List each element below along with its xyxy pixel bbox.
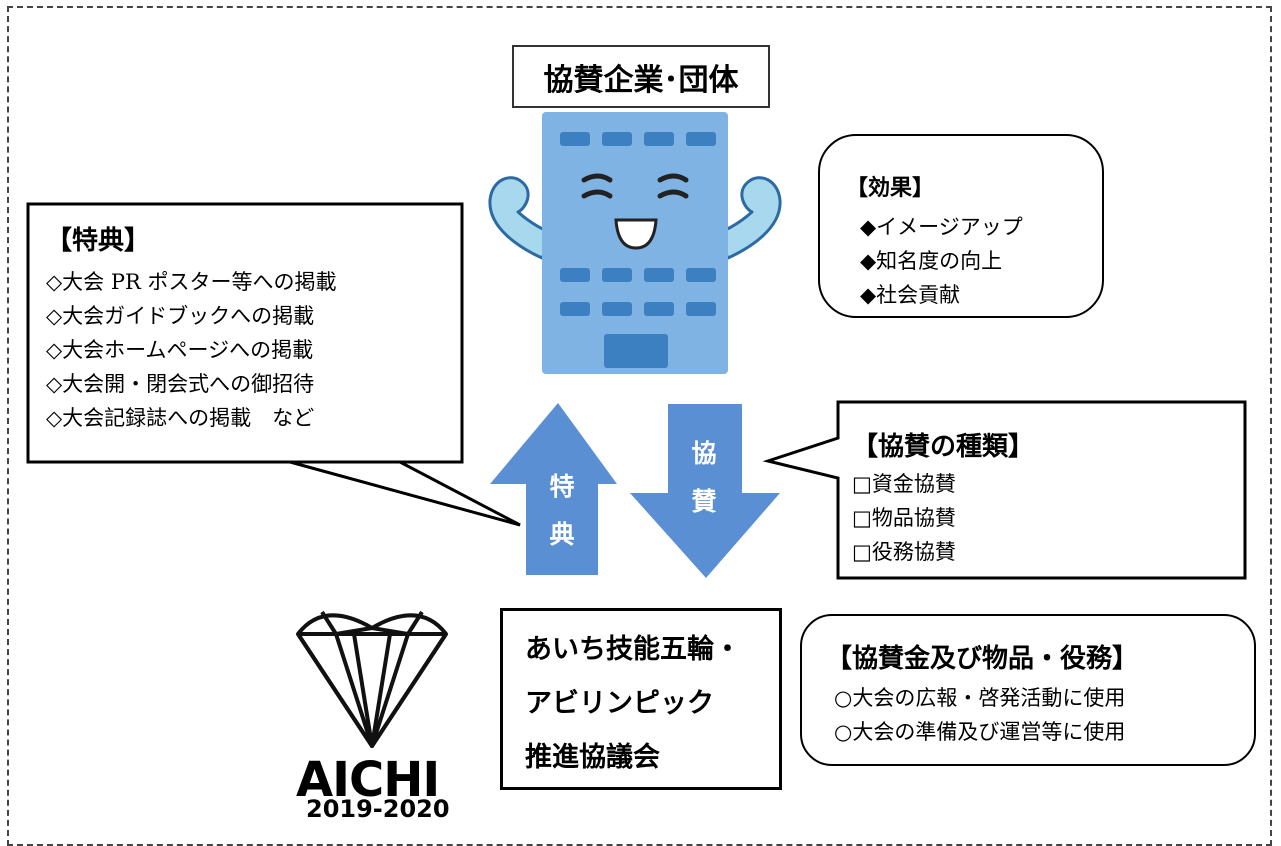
up-arrow-label-2: 典 (549, 520, 575, 549)
callout-shapes (26, 202, 1247, 580)
down-arrow-label-2: 賛 (691, 487, 717, 516)
effects-heading: 【効果】 (846, 176, 935, 201)
effect-item: ◆知名度の向上 (860, 249, 1003, 273)
benefits-callout (26, 202, 521, 527)
council-box: あいち技能五輪・ アビリンピック 推進協議会 (500, 608, 782, 790)
benefit-item: ◇大会 PR ポスター等への掲載 (46, 270, 337, 294)
effects-box: 【効果】 ◆イメージアップ ◆知名度の向上 ◆社会貢献 (818, 134, 1104, 318)
down-arrow-label-1: 協 (691, 439, 717, 468)
type-item: □資金協賛 (852, 472, 956, 496)
type-item: □役務協賛 (852, 540, 956, 564)
smiling-building-icon (488, 112, 782, 374)
benefits-text: 【特典】 ◇大会 PR ポスター等への掲載 ◇大会ガイドブックへの掲載 ◇大会ホ… (46, 220, 336, 435)
up-arrow-label-1: 特 (549, 472, 575, 501)
types-heading: 【協賛の種類】 (852, 432, 1035, 462)
benefits-heading: 【特典】 (46, 226, 151, 256)
usage-heading: 【協賛金及び物品・役務】 (826, 644, 1139, 674)
up-arrow (490, 403, 617, 575)
types-callout (762, 400, 1247, 580)
usage-item: ○大会の準備及び運営等に使用 (834, 720, 1126, 744)
down-arrow (630, 404, 780, 578)
benefit-item: ◇大会記録誌への掲載 など (46, 406, 315, 430)
usage-box: 【協賛金及び物品・役務】 ○大会の広報・啓発活動に使用 ○大会の準備及び運営等に… (800, 614, 1256, 766)
aichi-diamond-logo (296, 610, 448, 748)
sponsor-title: 協賛企業･団体 (512, 45, 770, 108)
council-line: 推進協議会 (525, 742, 660, 773)
usage-item: ○大会の広報・啓発活動に使用 (834, 686, 1126, 710)
effect-item: ◆イメージアップ (860, 215, 1023, 239)
logo-name: AICHI (296, 752, 440, 808)
benefit-item: ◇大会開・閉会式への御招待 (46, 372, 315, 396)
benefit-item: ◇大会ホームページへの掲載 (46, 338, 314, 362)
logo-years: 2019-2020 (306, 795, 450, 823)
type-item: □物品協賛 (852, 506, 956, 530)
effect-item: ◆社会貢献 (860, 283, 961, 307)
council-line: アビリンピック (525, 688, 714, 719)
benefit-item: ◇大会ガイドブックへの掲載 (46, 304, 315, 328)
council-line: あいち技能五輪・ (525, 634, 741, 665)
types-text: 【協賛の種類】 □資金協賛 □物品協賛 □役務協賛 (852, 426, 1034, 569)
